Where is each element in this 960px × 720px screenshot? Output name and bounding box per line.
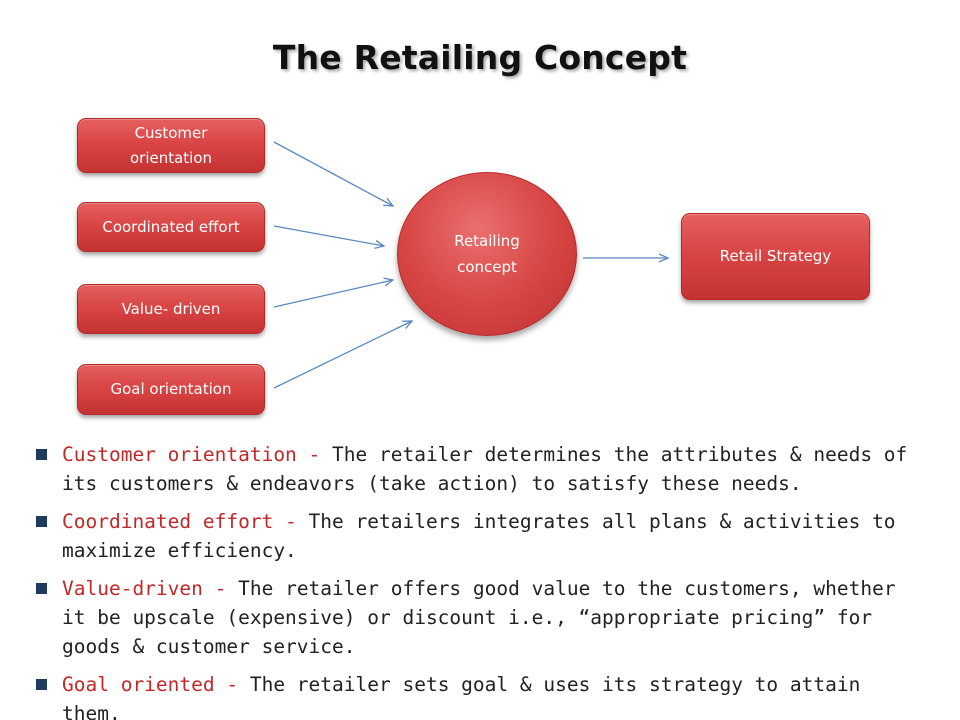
square-bullet-icon bbox=[36, 679, 47, 690]
input-label-coordinated-effort: Coordinated effort bbox=[102, 217, 240, 236]
arrow-layer bbox=[273, 141, 960, 389]
bullet-text: The retailer offers good value to the cu… bbox=[62, 577, 896, 658]
input-label-value-driven: Value- driven bbox=[121, 299, 221, 318]
square-bullet-icon bbox=[36, 449, 47, 460]
input-box-customer-orientation: Customer orientation bbox=[77, 118, 265, 173]
bullet-term: Value-driven - bbox=[62, 577, 227, 600]
input-label-customer-orientation: Customer orientation bbox=[129, 123, 213, 167]
center-circle-retailing-concept: Retailing concept bbox=[397, 172, 577, 336]
bullet-term: Coordinated effort - bbox=[62, 510, 297, 533]
arrow-customer-to-center bbox=[273, 141, 393, 206]
arrow-value-to-center bbox=[273, 280, 393, 308]
output-label: Retail Strategy bbox=[719, 247, 832, 265]
list-item: Customer orientation - The retailer dete… bbox=[34, 440, 924, 498]
concept-diagram: Customer orientation Coordinated effort … bbox=[77, 118, 960, 415]
input-box-coordinated-effort: Coordinated effort bbox=[77, 202, 265, 252]
square-bullet-icon bbox=[36, 583, 47, 594]
bullet-text: The retailer sets goal & uses its strate… bbox=[62, 673, 861, 720]
slide-title: The Retailing Concept bbox=[272, 38, 688, 77]
center-label: Retailing concept bbox=[454, 232, 520, 276]
bullet-text: The retailer determines the attributes &… bbox=[62, 443, 908, 495]
input-box-value-driven: Value- driven bbox=[77, 284, 265, 334]
arrow-coordinated-to-center bbox=[273, 225, 384, 246]
output-box-retail-strategy: Retail Strategy bbox=[681, 213, 870, 300]
bullet-term: Customer orientation - bbox=[62, 443, 321, 466]
list-item: Coordinated effort - The retailers integ… bbox=[34, 507, 924, 565]
bullet-list: Customer orientation - The retailer dete… bbox=[34, 440, 924, 720]
bullet-term: Goal oriented - bbox=[62, 673, 239, 696]
bullet-text: The retailers integrates all plans & act… bbox=[62, 510, 896, 562]
input-label-goal-orientation: Goal orientation bbox=[110, 380, 232, 398]
list-item: Value-driven - The retailer offers good … bbox=[34, 574, 924, 661]
square-bullet-icon bbox=[36, 516, 47, 527]
list-item: Goal oriented - The retailer sets goal &… bbox=[34, 670, 924, 720]
input-box-goal-orientation: Goal orientation bbox=[77, 364, 265, 415]
arrow-goal-to-center bbox=[273, 321, 412, 389]
